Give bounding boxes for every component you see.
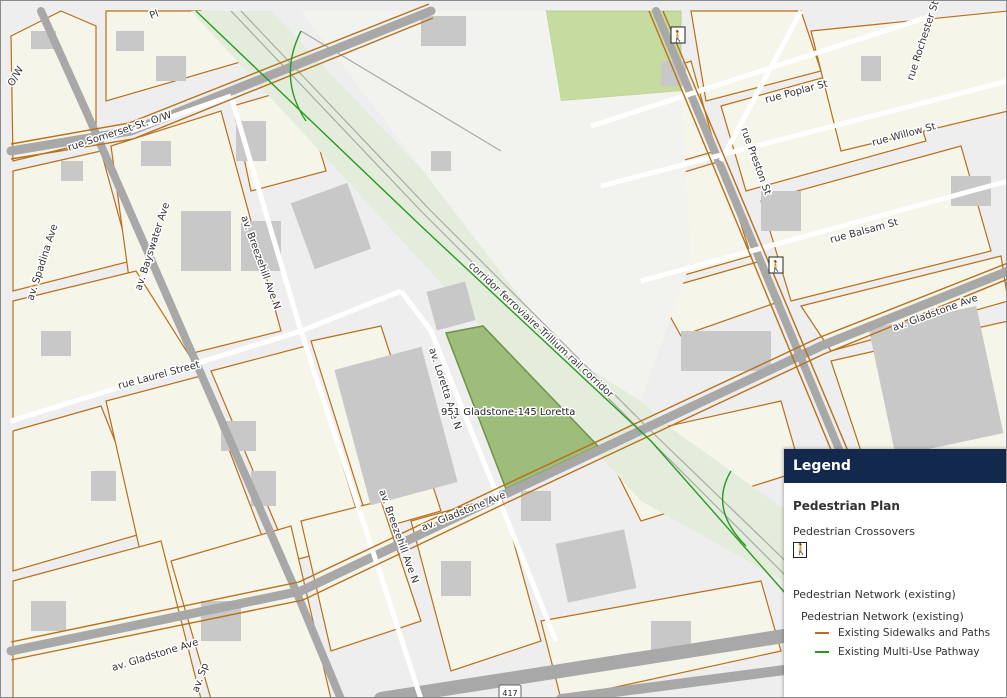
- legend-panel: Legend Pedestrian Plan Pedestrian Crosso…: [784, 449, 1006, 697]
- rail-yard-area: [301, 11, 691, 401]
- legend-network-sub-label: Pedestrian Network (existing): [801, 610, 964, 623]
- highway-shield-icon: 417: [498, 684, 522, 698]
- legend-item-sidewalks: Existing Sidewalks and Paths: [815, 627, 1006, 639]
- minor-roads: [10, 9, 1006, 697]
- site-label: 951 Gladstone-145 Loretta: [441, 407, 575, 418]
- existing-multi-use-pathway: [195, 10, 802, 612]
- legend-item-mup: Existing Multi-Use Pathway: [815, 646, 1006, 658]
- legend-network-group-label: Pedestrian Network (existing): [793, 588, 956, 601]
- rail-corridor-area: [191, 11, 801, 591]
- pedestrian-crossover-icon: 🚶: [793, 542, 808, 558]
- svg-text:🚶: 🚶: [671, 30, 685, 43]
- legend-section-title: Pedestrian Plan: [793, 499, 900, 513]
- legend-item-label: Existing Multi-Use Pathway: [838, 646, 980, 658]
- svg-text:🚶: 🚶: [769, 260, 783, 273]
- mup-swatch: [815, 651, 829, 653]
- legend-item-label: Existing Sidewalks and Paths: [838, 627, 991, 639]
- legend-title: Legend: [784, 449, 1006, 483]
- pedestrian-crossover-icon[interactable]: 🚶: [670, 26, 686, 44]
- pedestrian-crossover-icon[interactable]: 🚶: [768, 256, 784, 274]
- legend-crossovers-label: Pedestrian Crossovers: [793, 525, 916, 538]
- existing-sidewalks: [10, 3, 1006, 661]
- svg-text:417: 417: [502, 689, 517, 698]
- sidewalk-swatch: [815, 632, 829, 634]
